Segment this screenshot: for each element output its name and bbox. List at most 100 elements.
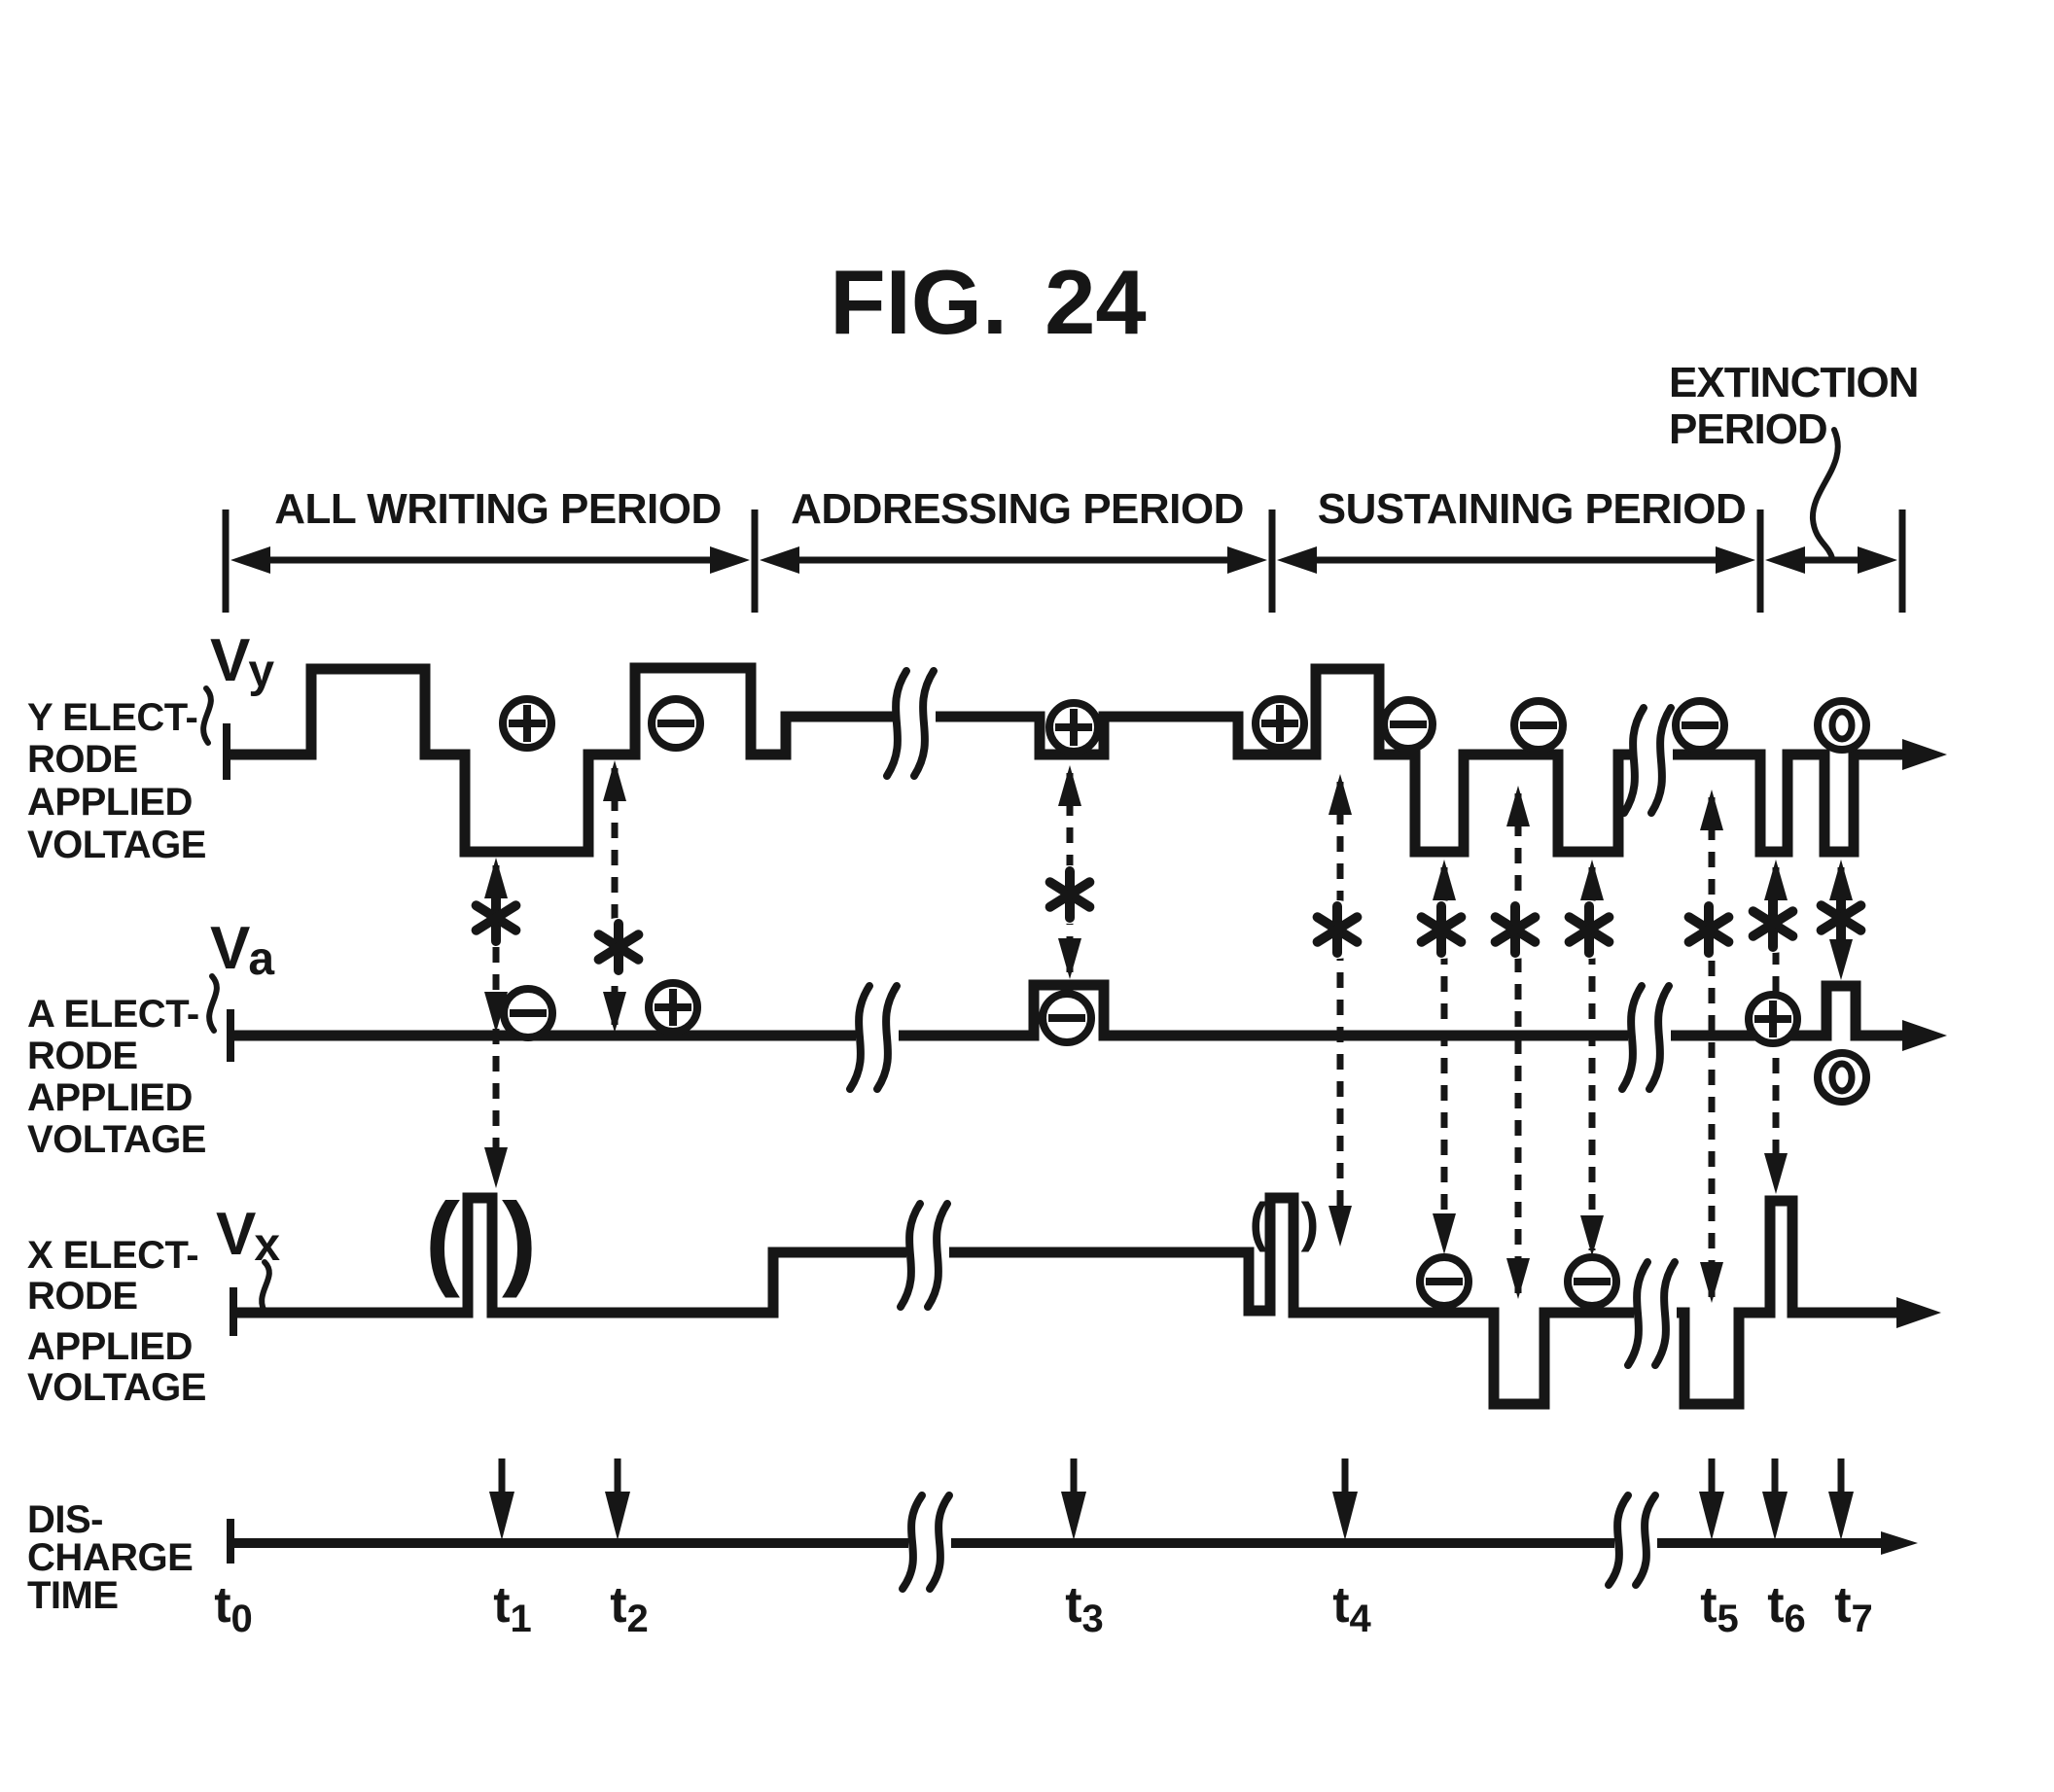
a-electrode-row [227, 979, 1947, 1093]
period-arrowhead-right-0 [710, 546, 750, 574]
a-electrode-label-line-2: APPLIED [27, 1076, 193, 1119]
period-arrowhead-right-2 [1716, 546, 1755, 574]
period-arrowhead-left-2 [1277, 546, 1317, 574]
discharge-t3-arrowhead-0 [1058, 765, 1081, 806]
a-electrode-negative-charge-icon [1039, 990, 1095, 1046]
discharge-break-0-wave-1 [926, 1492, 953, 1593]
discharge-t2-asterisk-spoke-2 [593, 930, 644, 965]
discharge-t2-arrowhead-1 [603, 992, 626, 1033]
a-electrode-label-line-1: RODE [27, 1035, 138, 1077]
discharge-label-line-2: TIME [27, 1574, 119, 1617]
x-electrode-emphasis-paren-0: ( [425, 1180, 460, 1298]
a-electrode-waveform [230, 979, 1906, 1041]
period-arrowhead-left-1 [760, 546, 799, 574]
x-electrode-negative-charge-icon [1564, 1253, 1620, 1310]
period-arrowhead-right-3 [1858, 546, 1897, 574]
a-electrode-voltage-symbol: Va [210, 915, 274, 985]
discharge-s4-arrowhead-1 [1580, 1215, 1604, 1256]
x-electrode-negative-charge-icon [1416, 1253, 1472, 1310]
discharge-axis-arrowhead [1881, 1531, 1918, 1555]
discharge-s2-arrowhead-0 [1433, 860, 1456, 900]
y-electrode-positive-charge-icon [499, 695, 555, 752]
x-electrode-emphasis-paren-2: ( [1250, 1191, 1268, 1252]
discharge-t1-arrowhead-0 [484, 858, 508, 898]
sustaining-period-label: SUSTAINING PERIOD [1318, 485, 1747, 533]
discharge-s5-asterisk-spoke-2 [1683, 912, 1734, 947]
discharge-s6-arrowhead-0 [1764, 860, 1788, 900]
discharge-tick-arrowhead-4 [1699, 1492, 1724, 1540]
x-electrode-break-0-wave-0 [897, 1200, 924, 1311]
discharge-t3-arrowhead-1 [1058, 938, 1081, 979]
y-electrode-positive-charge-icon [1045, 699, 1102, 755]
y-electrode-label-line-2: APPLIED [27, 781, 193, 824]
y-electrode-row [223, 662, 1947, 858]
x-electrode-label-squiggle [259, 1259, 272, 1318]
a-electrode-axis-arrowhead [1902, 1020, 1947, 1051]
discharge-s1-arrowhead-0 [1328, 774, 1352, 815]
discharge-t7-arrowhead-0 [1829, 860, 1853, 900]
a-electrode-label-line-3: VOLTAGE [27, 1118, 206, 1161]
period-arrowhead-right-1 [1227, 546, 1267, 574]
x-electrode-row [230, 1192, 1941, 1410]
discharge-t1-asterisk-spoke-2 [471, 900, 521, 935]
discharge-s6-asterisk-spoke-2 [1748, 906, 1798, 941]
y-electrode-label-line-3: VOLTAGE [27, 824, 206, 866]
y-electrode-negative-charge-icon [1380, 696, 1436, 753]
extinction-period-label-line2: PERIOD [1669, 405, 1827, 453]
y-electrode-negative-charge-icon [648, 695, 704, 752]
y-electrode-break-1-wave-0 [1620, 704, 1647, 817]
discharge-marker-arrows [467, 760, 1870, 1303]
x-electrode-waveform [233, 1192, 1898, 1410]
discharge-break-1-wave-1 [1632, 1492, 1659, 1589]
a-electrode-positive-charge-icon [1745, 991, 1801, 1047]
discharge-break-1-wave-0 [1605, 1492, 1632, 1589]
discharge-t7-asterisk-spoke-2 [1816, 900, 1866, 935]
period-arrowhead-left-3 [1765, 546, 1805, 574]
discharge-s3-arrowhead-0 [1506, 786, 1530, 826]
x-electrode-break-0-wave-1 [924, 1200, 951, 1311]
discharge-t3-asterisk-spoke-2 [1045, 877, 1095, 912]
discharge-t7-arrowhead-1 [1829, 939, 1853, 980]
a-electrode-positive-charge-icon [645, 979, 701, 1036]
a-electrode-break-0-wave-0 [846, 982, 873, 1093]
a-electrode-break-1-wave-1 [1646, 982, 1673, 1093]
discharge-label-line-1: CHARGE [27, 1536, 193, 1579]
discharge-s4-asterisk-spoke-2 [1564, 912, 1614, 947]
y-electrode-break-0-wave-0 [883, 667, 910, 780]
a-electrode-break-1-wave-0 [1618, 982, 1646, 1093]
y-electrode-break-1-wave-1 [1647, 704, 1675, 817]
addressing-period-label: ADDRESSING PERIOD [791, 485, 1244, 533]
x-electrode-label-line-2: APPLIED [27, 1325, 193, 1368]
x-electrode-axis-arrowhead [1896, 1297, 1941, 1328]
discharge-s4-arrowhead-0 [1580, 860, 1604, 900]
a-electrode-label-line-0: A ELECT- [27, 993, 199, 1036]
discharge-tick-arrowhead-1 [605, 1492, 630, 1540]
y-electrode-positive-charge-icon [1252, 695, 1308, 752]
y-electrode-label-squiggle [200, 685, 214, 746]
x-electrode-label-line-0: X ELECT- [27, 1234, 198, 1277]
discharge-t1-arrowhead-1 [484, 992, 508, 1033]
y-electrode-axis-arrowhead [1902, 739, 1947, 770]
discharge-label-line-0: DIS- [27, 1498, 103, 1541]
y-electrode-negative-charge-icon [1510, 697, 1567, 754]
discharge-time-row [227, 1458, 1918, 1593]
figure-title: FIG. 24 [830, 251, 1146, 353]
y-electrode-zero-charge-icon [1814, 697, 1870, 754]
discharge-tick-arrowhead-6 [1828, 1492, 1854, 1540]
a-electrode-label-squiggle [206, 973, 220, 1034]
a-electrode-zero-charge-icon [1814, 1049, 1870, 1106]
x-electrode-emphasis-paren-1: ) [502, 1180, 537, 1298]
y-electrode-label-line-1: RODE [27, 738, 138, 781]
x-electrode-break-1-wave-0 [1624, 1258, 1651, 1369]
discharge-tick-arrowhead-3 [1332, 1492, 1358, 1540]
discharge-t2-arrowhead-0 [603, 760, 626, 801]
a-electrode-break-0-wave-1 [873, 982, 901, 1093]
x-electrode-break-1-wave-1 [1651, 1258, 1679, 1369]
discharge-s3-arrowhead-1 [1506, 1258, 1530, 1299]
discharge-tick-arrowhead-5 [1762, 1492, 1788, 1540]
x-electrode-label-line-1: RODE [27, 1275, 138, 1318]
